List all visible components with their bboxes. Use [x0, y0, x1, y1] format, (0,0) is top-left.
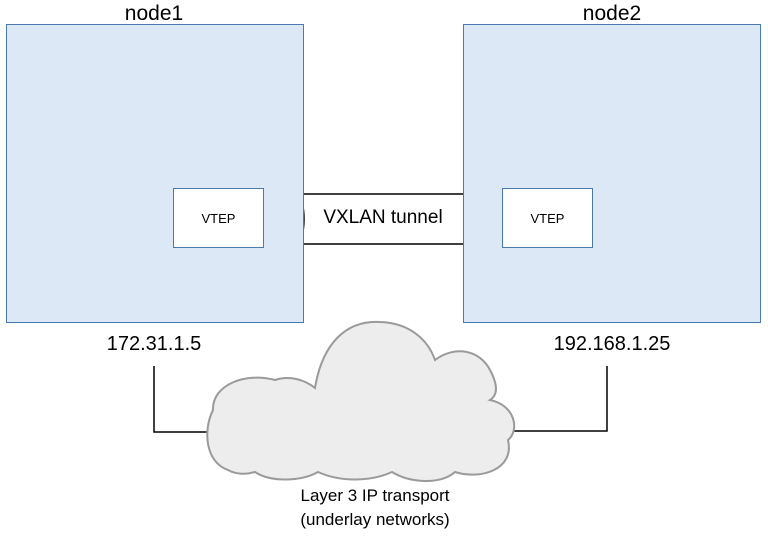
underlay-label-line2: (underlay networks) [300, 510, 450, 529]
node2-underlay-link [510, 366, 608, 432]
node1-vtep: VTEP [173, 188, 264, 248]
underlay-label-line1: Layer 3 IP transport [300, 486, 450, 505]
node1-title: node1 [124, 2, 184, 25]
node2-vtep-label: VTEP [530, 210, 565, 226]
node1-vtep-label: VTEP [201, 210, 236, 226]
node1-box [6, 24, 304, 323]
node2-ip: 192.168.1.25 [553, 333, 671, 355]
underlay-cloud [206, 320, 516, 482]
vxlan-tunnel-label: VXLAN tunnel [323, 207, 443, 228]
node1-ip: 172.31.1.5 [106, 333, 202, 355]
node2-title: node2 [582, 2, 642, 25]
node2-box [463, 24, 761, 323]
underlay-label: Layer 3 IP transport (underlay networks) [245, 484, 505, 532]
node1-underlay-link [153, 366, 215, 433]
node2-vtep: VTEP [502, 188, 593, 248]
